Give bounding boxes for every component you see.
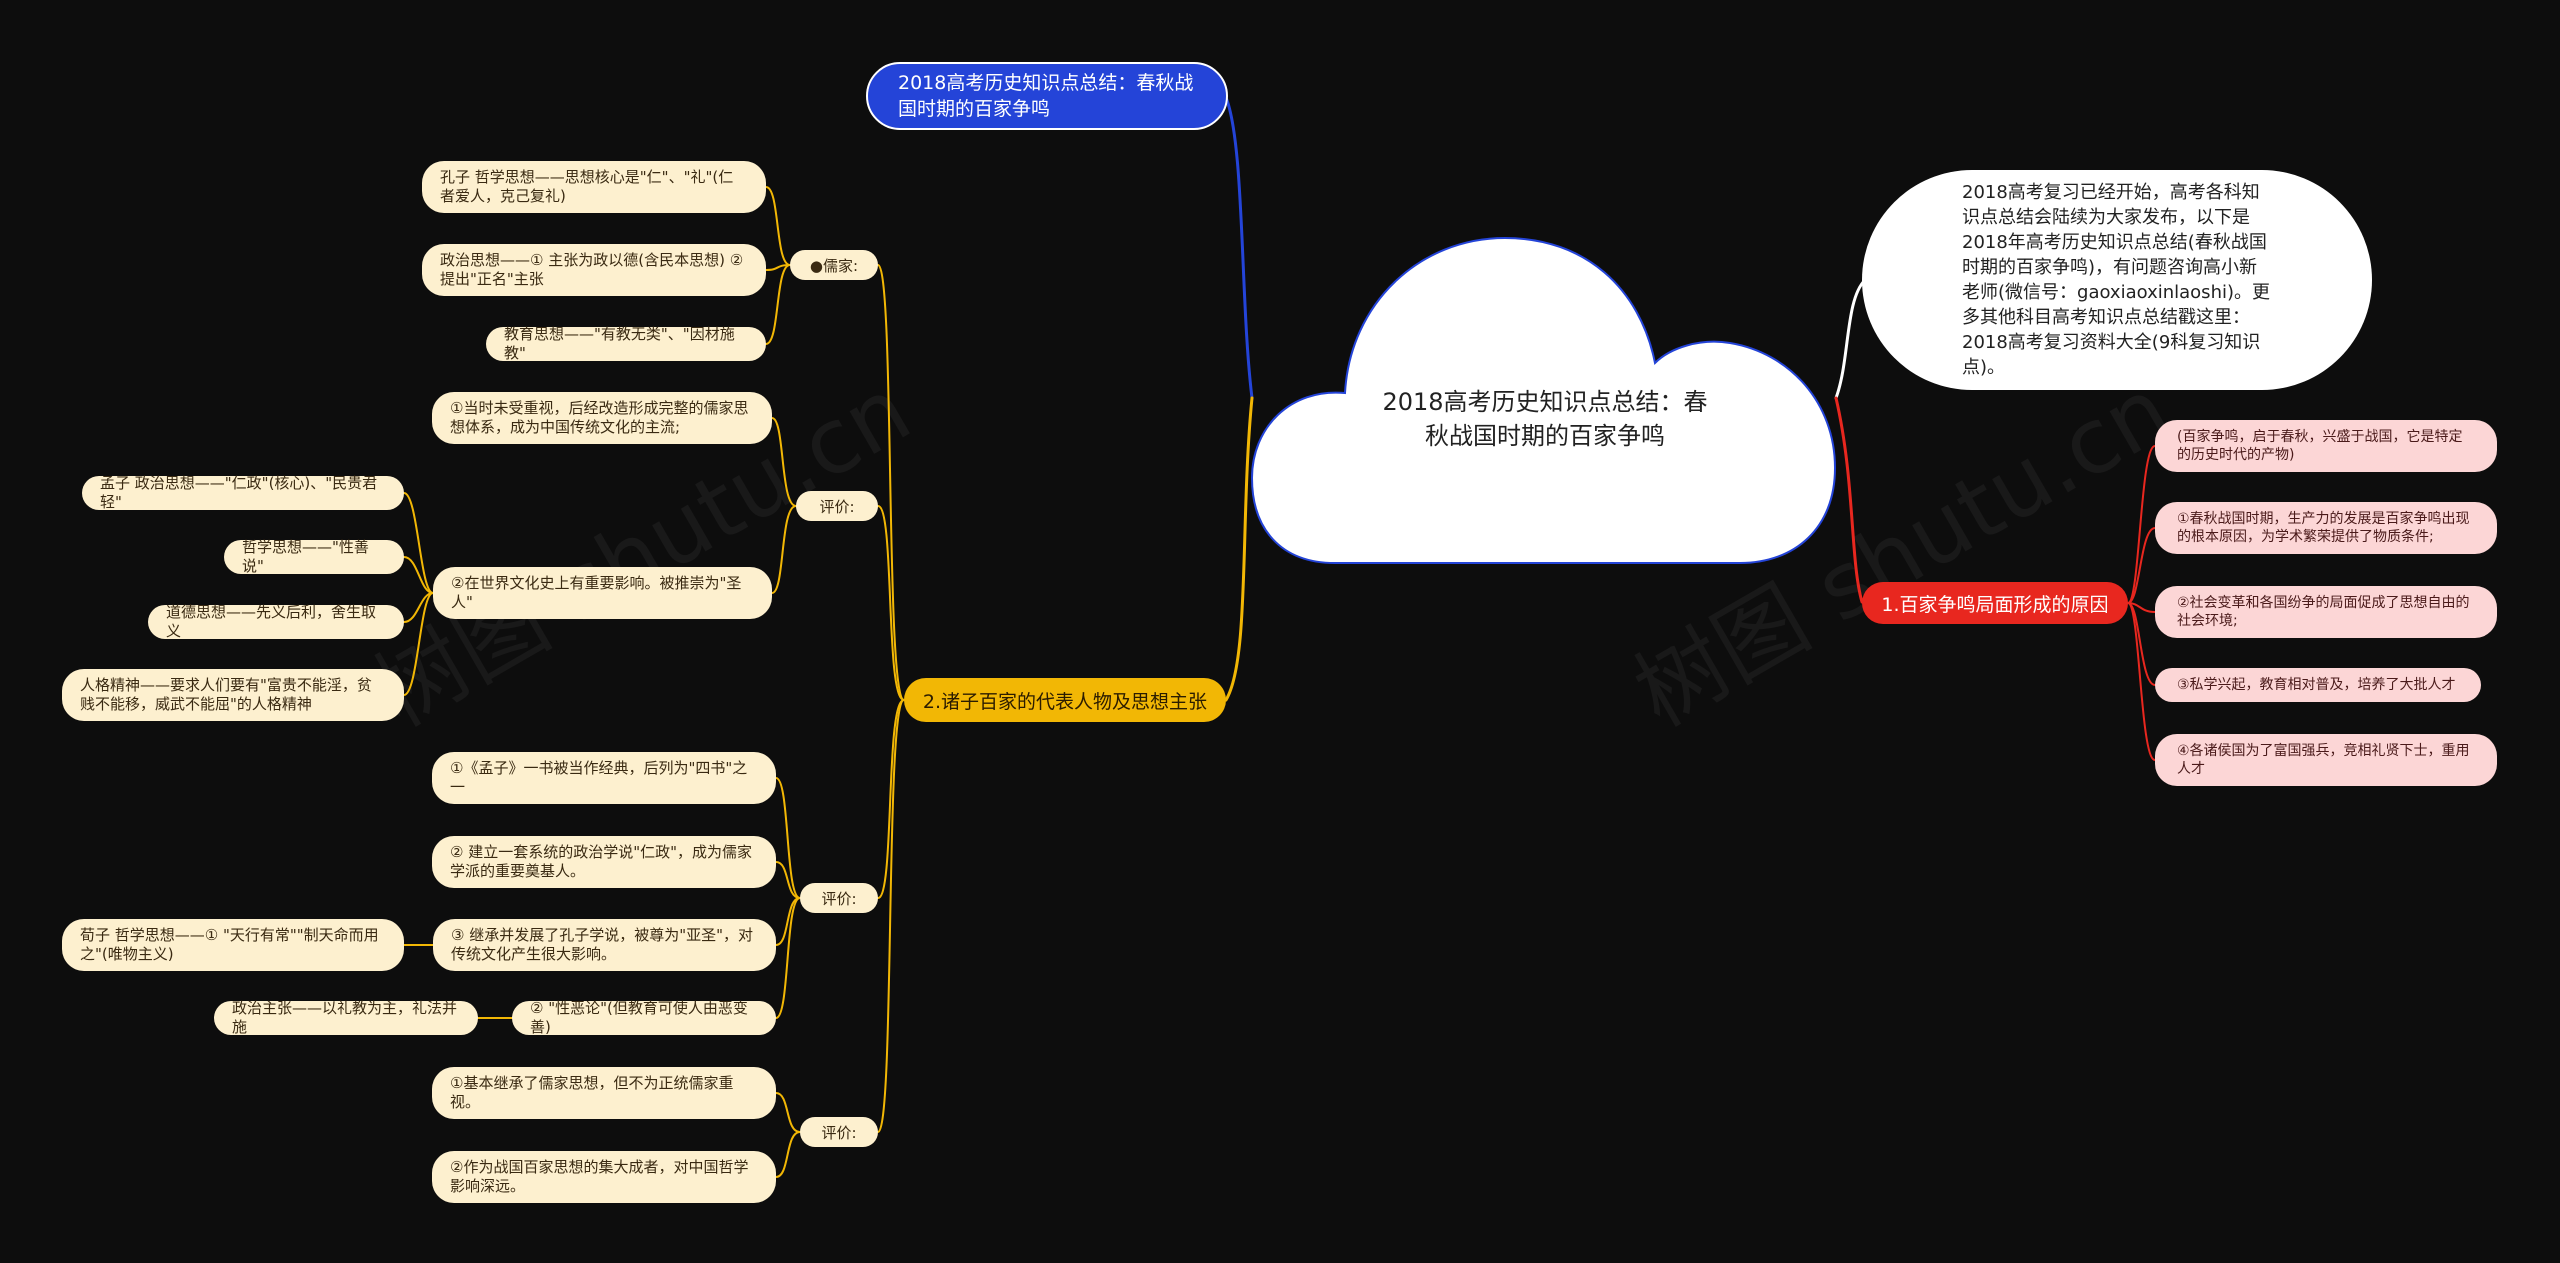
group-label-eval[interactable]: 评价: bbox=[796, 491, 878, 521]
eval-item[interactable]: ①《孟子》一书被当作经典，后列为"四书"之一 bbox=[432, 752, 776, 804]
cause-item[interactable]: ①春秋战国时期，生产力的发展是百家争鸣出现的根本原因，为学术繁荣提供了物质条件; bbox=[2155, 502, 2497, 554]
confucius-philosophy[interactable]: 孔子 哲学思想——思想核心是"仁"、"礼"(仁者爱人，克己复礼) bbox=[422, 161, 766, 213]
group-label-confucian[interactable]: ●儒家: bbox=[790, 250, 878, 280]
mencius-politics[interactable]: 孟子 政治思想——"仁政"(核心)、"民贵君轻" bbox=[82, 474, 404, 511]
eval-item[interactable]: ②在世界文化史上有重要影响。被推崇为"圣人" bbox=[433, 567, 772, 619]
top-link-node[interactable]: 2018高考历史知识点总结：春秋战国时期的百家争鸣 bbox=[866, 62, 1228, 130]
group-label-eval[interactable]: 评价: bbox=[800, 883, 878, 913]
intro-node[interactable]: 2018高考复习已经开始，高考各科知识点总结会陆续为大家发布，以下是2018年高… bbox=[1862, 170, 2372, 390]
central-cloud bbox=[1250, 236, 1837, 564]
cause-item[interactable]: ②社会变革和各国纷争的局面促成了思想自由的社会环境; bbox=[2155, 586, 2497, 638]
eval-item[interactable]: ②作为战国百家思想的集大成者，对中国哲学影响深远。 bbox=[432, 1151, 776, 1203]
mencius-philosophy[interactable]: 哲学思想——"性善说" bbox=[224, 538, 404, 575]
group-label-eval[interactable]: 评价: bbox=[800, 1117, 878, 1147]
central-topic[interactable]: 2018高考历史知识点总结：春秋战国时期的百家争鸣 bbox=[1382, 388, 1708, 450]
confucius-education[interactable]: 教育思想——"有教无类"、"因材施教" bbox=[486, 325, 766, 362]
cause-item[interactable]: (百家争鸣，启于春秋，兴盛于战国，它是特定的历史时代的产物) bbox=[2155, 420, 2497, 472]
eval-item[interactable]: ② "性恶论"(但教育可使人由恶变善) bbox=[512, 999, 776, 1036]
eval-item[interactable]: ①基本继承了儒家思想，但不为正统儒家重视。 bbox=[432, 1067, 776, 1119]
branch-schools[interactable]: 2.诸子百家的代表人物及思想主张 bbox=[904, 678, 1226, 722]
xunzi-politics[interactable]: 政治主张——以礼教为主，礼法并施 bbox=[214, 999, 478, 1036]
eval-item[interactable]: ③ 继承并发展了孔子学说，被尊为"亚圣"，对传统文化产生很大影响。 bbox=[433, 919, 776, 971]
cause-item[interactable]: ③私学兴起，教育相对普及，培养了大批人才 bbox=[2155, 668, 2481, 702]
xunzi-philosophy[interactable]: 荀子 哲学思想——① "天行有常""制天命而用之"(唯物主义) bbox=[62, 919, 404, 971]
eval-item[interactable]: ② 建立一套系统的政治学说"仁政"，成为儒家学派的重要奠基人。 bbox=[432, 836, 776, 888]
confucius-politics[interactable]: 政治思想——① 主张为政以德(含民本思想) ② 提出"正名"主张 bbox=[422, 244, 766, 296]
cause-item[interactable]: ④各诸侯国为了富国强兵，竞相礼贤下士，重用人才 bbox=[2155, 734, 2497, 786]
eval-item[interactable]: ①当时未受重视，后经改造形成完整的儒家思想体系，成为中国传统文化的主流; bbox=[432, 392, 772, 444]
mencius-morality[interactable]: 道德思想——先义后利，舍生取义 bbox=[148, 603, 404, 640]
branch-causes[interactable]: 1.百家争鸣局面形成的原因 bbox=[1862, 582, 2128, 624]
mencius-character[interactable]: 人格精神——要求人们要有"富贵不能淫，贫贱不能移，威武不能屈"的人格精神 bbox=[62, 669, 404, 721]
